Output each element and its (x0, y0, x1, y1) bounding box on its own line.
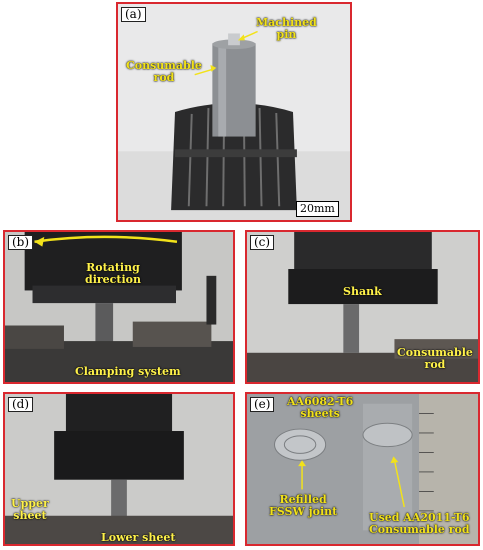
scale-bar: 20mm (296, 201, 339, 217)
panel-e: (e) AA6082-T6 sheets Refilled FSSW joint… (245, 392, 480, 546)
panel-a: (a) Machined pin Consumable rod 20mm (116, 2, 352, 222)
consumable-rod-annotation: Consumable rod (126, 59, 202, 84)
clamping-system-annotation: Clamping system (75, 365, 181, 378)
panel-a-arrows (194, 30, 258, 76)
refilled-joint-annotation: Refilled FSSW joint (269, 493, 338, 518)
rotating-direction-annotation: Rotating direction (85, 261, 141, 286)
panel-b-label: (b) (8, 235, 34, 250)
panel-e-label: (e) (250, 397, 275, 412)
panel-d-photo (5, 394, 233, 544)
panel-c-photo (247, 232, 478, 382)
sheets-annotation: AA6082-T6 sheets (287, 395, 354, 420)
panel-e-photo (247, 394, 478, 544)
upper-sheet-annotation: Upper sheet (11, 497, 49, 522)
consumable-rod-c-annotation: Consumable rod (397, 346, 473, 371)
shank-annotation: Shank (343, 285, 382, 298)
panel-e-arrows (298, 456, 405, 508)
panel-c-label: (c) (250, 235, 275, 250)
panel-c: (c) Shank Consumable rod (245, 230, 480, 384)
lower-sheet-annotation: Lower sheet (101, 531, 176, 544)
panel-d-label: (d) (8, 397, 34, 412)
used-rod-annotation: Used AA2011-T6 Consumable rod (369, 511, 470, 536)
machined-pin-annotation: Machined pin (256, 16, 317, 41)
panel-d: (d) Upper sheet Lower sheet (3, 392, 235, 546)
panel-a-label: (a) (121, 7, 146, 22)
panel-b: (b) Rotating direction Clamping system (3, 230, 235, 384)
panel-b-photo (5, 232, 233, 382)
panel-a-photo (118, 4, 350, 220)
